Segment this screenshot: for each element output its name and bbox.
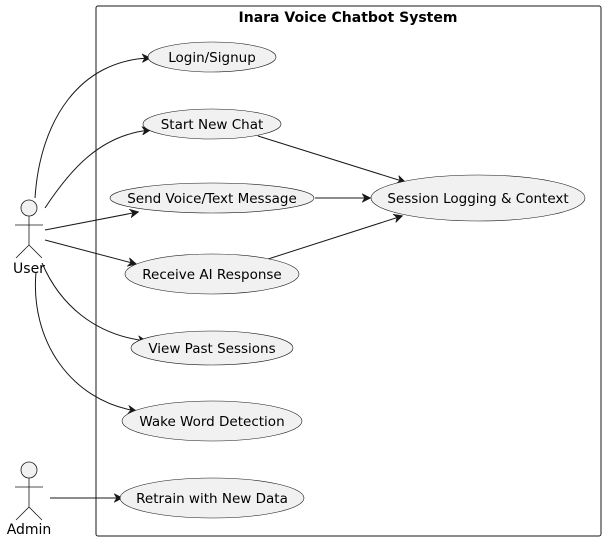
edge-receive-response-session	[264, 216, 402, 261]
use-case-label: Wake Word Detection	[139, 414, 284, 430]
use-case-send-message[interactable]: Send Voice/Text Message	[109, 182, 315, 214]
use-case-label: Session Logging & Context	[387, 191, 568, 207]
edge-user-login	[34, 58, 150, 199]
edge-user-start-chat	[44, 130, 150, 209]
edge-user-send-message	[44, 212, 138, 231]
user-stick-figure-icon	[15, 199, 43, 259]
use-case-label: Login/Signup	[168, 50, 256, 66]
use-case-wake-word[interactable]: Wake Word Detection	[121, 400, 303, 442]
use-case-label: Receive AI Response	[142, 267, 282, 283]
use-case-label: Retrain with New Data	[136, 491, 288, 507]
actor-label: Admin	[7, 522, 52, 538]
use-case-retrain[interactable]: Retrain with New Data	[119, 477, 305, 519]
actor-user[interactable]: User	[13, 199, 45, 277]
system-title: Inara Voice Chatbot System	[239, 10, 458, 26]
use-case-label: View Past Sessions	[148, 341, 275, 357]
use-case-session-logging[interactable]: Session Logging & Context	[370, 174, 586, 222]
use-case-label: Send Voice/Text Message	[127, 191, 297, 207]
use-case-view-past-sessions[interactable]: View Past Sessions	[130, 330, 294, 366]
admin-stick-figure-icon	[15, 461, 43, 521]
system-boundary: Inara Voice Chatbot System	[95, 5, 602, 537]
edge-start-chat-session	[257, 135, 405, 182]
use-case-label: Start New Chat	[161, 117, 264, 133]
edges	[34, 58, 405, 498]
actor-label: User	[13, 261, 45, 277]
use-case-receive-response[interactable]: Receive AI Response	[124, 253, 300, 295]
edge-user-view-sessions	[41, 262, 146, 341]
use-case-login[interactable]: Login/Signup	[147, 41, 277, 73]
edge-user-wake-word	[34, 271, 136, 411]
actor-admin[interactable]: Admin	[7, 461, 52, 538]
use-case-start-new-chat[interactable]: Start New Chat	[142, 108, 282, 140]
edge-user-receive-response	[44, 239, 136, 264]
